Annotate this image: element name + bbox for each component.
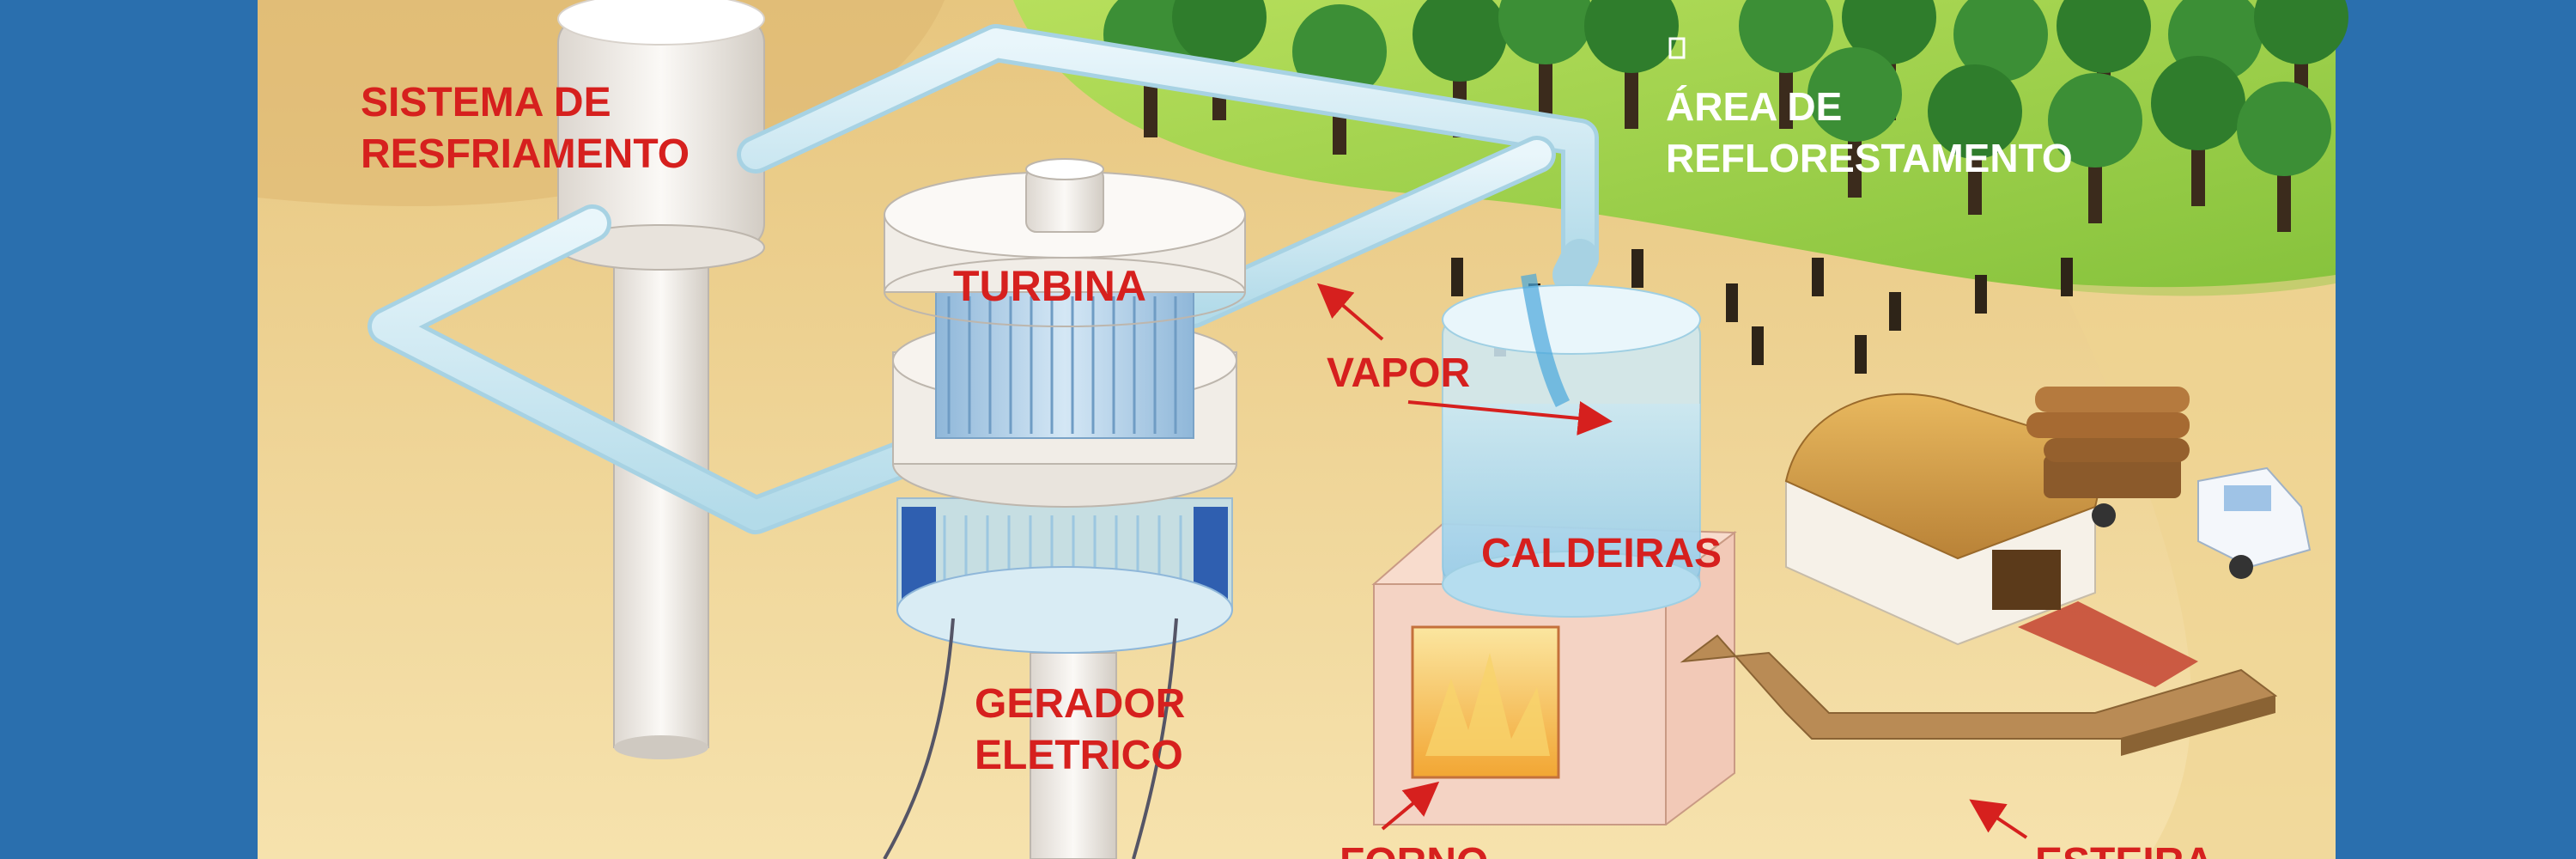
turbine-blades (947, 296, 1177, 434)
label-furnace-partial: FORNO (1340, 840, 1488, 859)
label-reforest-line1: ÁREA DE (1666, 84, 1842, 129)
diagram-labels: SISTEMA DE RESFRIAMENTO TURBINA VAPOR CA… (361, 37, 2214, 859)
tree (1498, 0, 1593, 120)
tree (2237, 82, 2331, 232)
tree-stump (1855, 335, 1867, 374)
label-conveyor-partial: ESTEIRA (2035, 840, 2214, 859)
reforestation-trees (1103, 0, 2348, 374)
label-turbine: TURBINA (953, 262, 1146, 310)
tree-stump (1631, 249, 1643, 288)
label-generator-line2: ELETRICO (975, 733, 1183, 778)
tree (1739, 0, 1833, 129)
tree-stump (1812, 258, 1824, 296)
tree (2151, 56, 2245, 206)
tree-stump (2061, 258, 2073, 296)
label-steam: VAPOR (1327, 350, 1470, 396)
log-truck (2026, 387, 2312, 579)
tree-stump (1451, 258, 1463, 296)
label-cooling-line2: RESFRIAMENTO (361, 131, 690, 177)
tree (1807, 47, 1902, 198)
tree-stump (1726, 283, 1738, 322)
tree (2048, 73, 2142, 223)
arrow-furnace (1381, 781, 1440, 831)
steam-pipes (368, 24, 1599, 534)
arrow-conveyor (1969, 799, 2028, 839)
tree-stump (1975, 275, 1987, 314)
wood-storage-shed (1784, 393, 2101, 646)
label-reforest-line2: REFLORESTAMENTO (1666, 136, 2073, 180)
label-boilers: CALDEIRAS (1481, 531, 1722, 576)
boiler-furnace (1371, 273, 1737, 825)
tree (1928, 64, 2022, 215)
pointer-arrows (1316, 283, 2028, 839)
tree-stump (1752, 326, 1764, 365)
turbine-generator-unit (883, 158, 1246, 859)
conveyor-belt (1680, 601, 2278, 756)
tree-stump (1889, 292, 1901, 331)
label-generator-line1: GERADOR (975, 681, 1185, 727)
arrow-steam-boiler (1407, 400, 1613, 436)
arrow-steam (1316, 283, 1384, 341)
label-cooling-line1: SISTEMA DE (361, 80, 611, 125)
small-marker-box (1668, 37, 1686, 59)
tree (1584, 0, 1679, 129)
